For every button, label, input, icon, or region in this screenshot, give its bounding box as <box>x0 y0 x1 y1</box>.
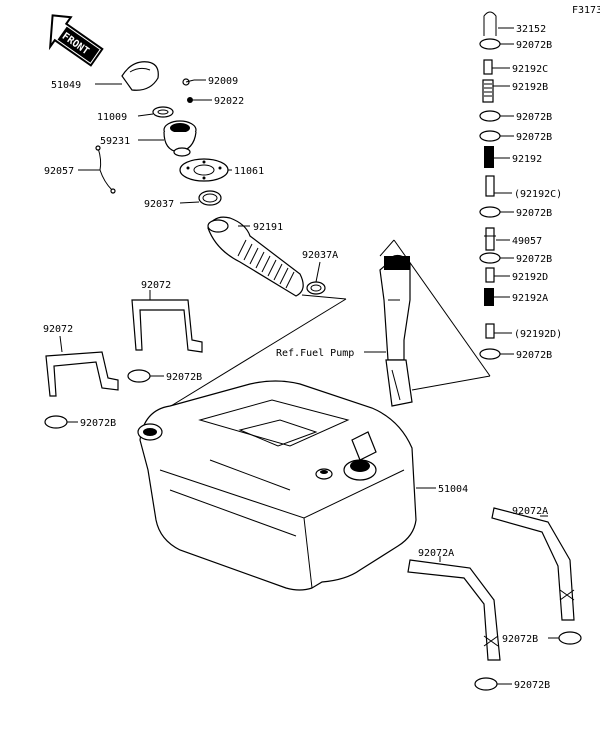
fuel-pump-ref-label: Ref.Fuel Pump <box>276 348 354 359</box>
hose-kit-label-11: 92192D <box>512 272 548 283</box>
label-92009: 92009 <box>208 76 238 87</box>
label-92037A: 92037A <box>302 250 338 261</box>
strap-92072-upper <box>131 290 203 353</box>
cap-cover-part <box>95 61 159 91</box>
label-92072-lower: 92072 <box>43 324 73 335</box>
hose-clamp-part <box>179 190 222 206</box>
hose-kit-label-3: 92192B <box>512 82 548 93</box>
filler-neck-part <box>138 120 197 157</box>
label-92037: 92037 <box>144 199 174 210</box>
hose-kit-label-0: 32152 <box>516 24 546 35</box>
label-92072-upper: 92072 <box>141 280 171 291</box>
label-92072B-right-1: 92072B <box>502 634 538 645</box>
screw-part <box>182 78 206 86</box>
label-59231: 59231 <box>100 136 130 147</box>
hose-kit-label-9: 49057 <box>512 236 542 247</box>
label-92057: 92057 <box>44 166 74 177</box>
hose-kit-label-2: 92192C <box>512 64 548 75</box>
hose-kit-label-6: 92192 <box>512 154 542 165</box>
label-11009: 11009 <box>97 112 127 123</box>
label-92072B-right-2: 92072B <box>514 680 550 691</box>
hose-kit-label-5: 92072B <box>516 132 552 143</box>
label-92022: 92022 <box>214 96 244 107</box>
filler-hose-part <box>207 216 304 297</box>
label-11061: 11061 <box>234 166 264 177</box>
label-92072B-left-2: 92072B <box>80 418 116 429</box>
label-92072B-left-1: 92072B <box>166 372 202 383</box>
clip-92072B-left-1 <box>127 369 164 383</box>
clip-92072B-right-2 <box>474 677 512 691</box>
hose-kit-label-1: 92072B <box>516 40 552 51</box>
hose-kit-label-4: 92072B <box>516 112 552 123</box>
hose-kit-label-13: (92192D) <box>514 329 562 340</box>
label-92072A-upper: 92072A <box>512 506 548 517</box>
fuel-tank-part <box>137 380 436 591</box>
hose-kit-label-7: (92192C) <box>514 189 562 200</box>
fuel-pump-reference <box>364 239 491 407</box>
figure-code: F3173 <box>572 5 600 16</box>
clip-92072B-left-2 <box>44 415 78 429</box>
strap-92072A-lower <box>407 556 501 661</box>
label-92191: 92191 <box>253 222 283 233</box>
strap-92072-lower <box>45 335 119 397</box>
hose-kit-label-8: 92072B <box>516 208 552 219</box>
clip-92072B-right-1 <box>548 631 582 645</box>
hose-kit-label-12: 92192A <box>512 293 548 304</box>
hose-kit-column <box>479 11 514 360</box>
hose-kit-label-10: 92072B <box>516 254 552 265</box>
label-51049: 51049 <box>51 80 81 91</box>
label-92072A-lower: 92072A <box>418 548 454 559</box>
front-arrow-icon: FRONT <box>48 14 104 67</box>
washer-part <box>187 97 193 103</box>
flange-gasket-part <box>179 158 232 182</box>
hose-kit-label-14: 92072B <box>516 350 552 361</box>
hose-clamp-a-part <box>306 261 326 295</box>
strap-92072A-upper <box>491 507 575 621</box>
ground-wire-part <box>78 145 116 194</box>
gasket-part <box>152 106 174 118</box>
label-51004: 51004 <box>438 484 468 495</box>
